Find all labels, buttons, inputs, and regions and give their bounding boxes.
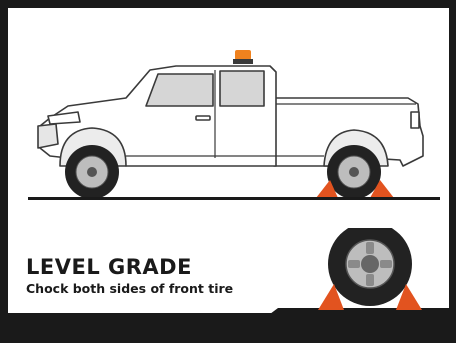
chocked-tire-detail — [300, 228, 440, 343]
caption-title: LEVEL GRADE — [26, 255, 306, 279]
amber-beacon-icon — [233, 50, 253, 64]
detail-tire — [328, 228, 412, 306]
caption-subtitle: Chock both sides of front tire — [26, 281, 306, 297]
caption: LEVEL GRADE Chock both sides of front ti… — [26, 255, 306, 297]
truck-scene — [8, 8, 449, 208]
ground-line — [28, 197, 440, 200]
rear-tire — [327, 145, 381, 199]
front-tire — [65, 145, 119, 199]
